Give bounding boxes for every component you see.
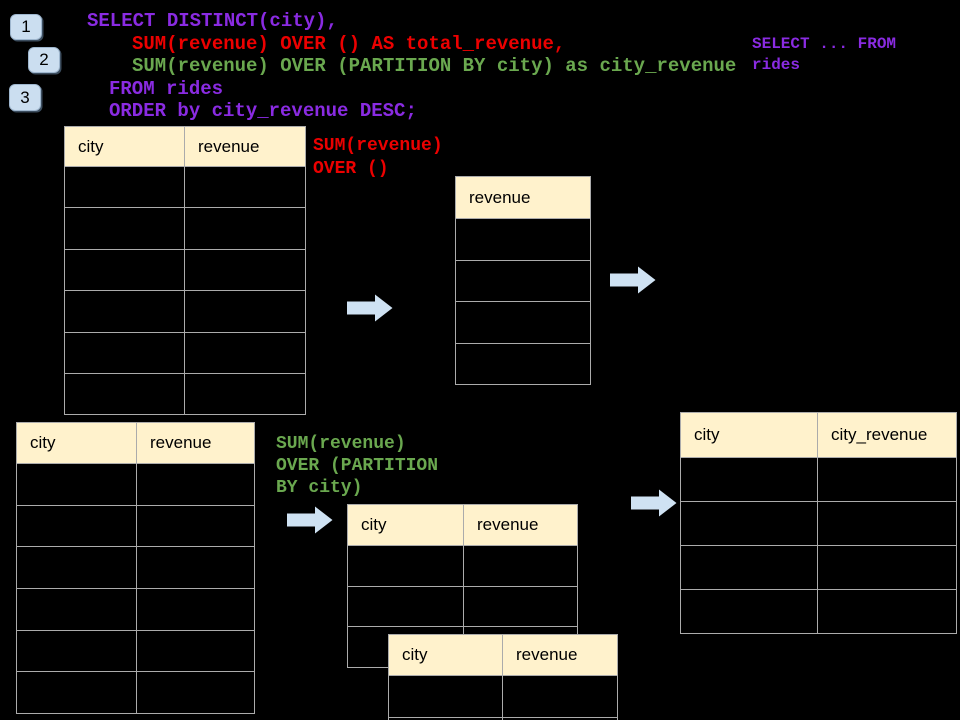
column-header-revenue: revenue — [503, 635, 618, 676]
empty-cell — [137, 505, 255, 548]
sql-line-city-revenue: SUM(revenue) OVER (PARTITION BY city) as… — [132, 55, 737, 77]
empty-cell — [681, 590, 818, 634]
empty-cell — [456, 260, 591, 302]
step-badge-2: 2 — [28, 47, 60, 73]
column-header-city: city — [681, 413, 818, 458]
annotation-total-line1: SUM(revenue) — [313, 136, 443, 156]
annotation-partition-line3: BY city) — [276, 478, 363, 498]
empty-cell — [185, 373, 306, 416]
column-header-revenue: revenue — [185, 127, 306, 167]
column-header-revenue: revenue — [137, 423, 255, 464]
step-badge-1: 1 — [10, 14, 42, 40]
side-note-line2: rides — [752, 56, 801, 74]
empty-cell — [65, 208, 185, 250]
empty-cell — [681, 546, 818, 590]
empty-cell — [456, 343, 591, 385]
empty-cell — [818, 458, 957, 502]
empty-cell — [185, 167, 306, 209]
empty-cell — [348, 586, 464, 628]
column-header-revenue: revenue — [464, 505, 578, 546]
empty-cell — [137, 630, 255, 673]
empty-cell — [503, 676, 618, 718]
annotation-partition-line1: SUM(revenue) — [276, 434, 406, 454]
arrow-right-icon — [347, 294, 393, 322]
empty-cell — [456, 302, 591, 344]
sql-line-from: FROM rides — [109, 78, 224, 100]
arrow-right-icon — [287, 506, 333, 534]
empty-cell — [818, 502, 957, 546]
source-table-top: city revenue — [64, 126, 306, 416]
column-header-city-revenue: city_revenue — [818, 413, 957, 458]
empty-cell — [185, 291, 306, 333]
empty-cell — [17, 505, 137, 548]
empty-cell — [137, 464, 255, 506]
empty-cell — [464, 586, 578, 628]
empty-cell — [137, 547, 255, 590]
empty-cell — [17, 589, 137, 631]
column-header-city: city — [348, 505, 464, 546]
total-revenue-result-table: revenue — [455, 176, 591, 385]
empty-cell — [17, 630, 137, 673]
column-header-revenue: revenue — [456, 177, 591, 219]
final-result-table: city city_revenue — [680, 412, 957, 634]
arrow-right-icon — [610, 266, 656, 294]
arrow-right-icon — [631, 489, 677, 517]
column-header-city: city — [65, 127, 185, 167]
empty-cell — [17, 672, 137, 715]
side-note-line1: SELECT ... FROM — [752, 35, 897, 53]
sql-line-total-revenue: SUM(revenue) OVER () AS total_revenue, — [132, 33, 566, 55]
side-note: SELECT ... FROM rides — [752, 34, 896, 76]
empty-cell — [681, 458, 818, 502]
source-table-bottom: city revenue — [16, 422, 255, 715]
empty-cell — [65, 373, 185, 416]
sql-line-order-by: ORDER by city_revenue DESC; — [109, 100, 417, 122]
step-badge-3-label: 3 — [20, 87, 30, 107]
empty-cell — [185, 208, 306, 250]
empty-cell — [65, 167, 185, 209]
empty-cell — [65, 332, 185, 374]
annotation-partition-line2: OVER (PARTITION — [276, 456, 439, 476]
empty-cell — [818, 546, 957, 590]
empty-cell — [348, 546, 464, 587]
empty-cell — [137, 672, 255, 715]
column-header-city: city — [17, 423, 137, 464]
annotation-total-line2: OVER () — [313, 159, 389, 179]
empty-cell — [464, 546, 578, 587]
empty-cell — [17, 547, 137, 590]
empty-cell — [137, 589, 255, 631]
column-header-city: city — [389, 635, 503, 676]
step-badge-2-label: 2 — [39, 50, 49, 69]
empty-cell — [185, 249, 306, 292]
empty-cell — [389, 676, 503, 718]
empty-cell — [389, 718, 503, 720]
sql-line-select: SELECT DISTINCT(city), — [87, 10, 338, 32]
empty-cell — [503, 718, 618, 720]
empty-cell — [65, 291, 185, 333]
empty-cell — [17, 464, 137, 506]
empty-cell — [185, 332, 306, 374]
empty-cell — [818, 590, 957, 634]
partition-table-front: city revenue — [388, 634, 618, 720]
empty-cell — [681, 502, 818, 546]
step-badge-3: 3 — [9, 84, 41, 111]
empty-cell — [65, 249, 185, 292]
annotation-total-revenue: SUM(revenue) OVER () — [313, 135, 443, 181]
step-badge-1-label: 1 — [21, 17, 31, 36]
empty-cell — [456, 219, 591, 261]
